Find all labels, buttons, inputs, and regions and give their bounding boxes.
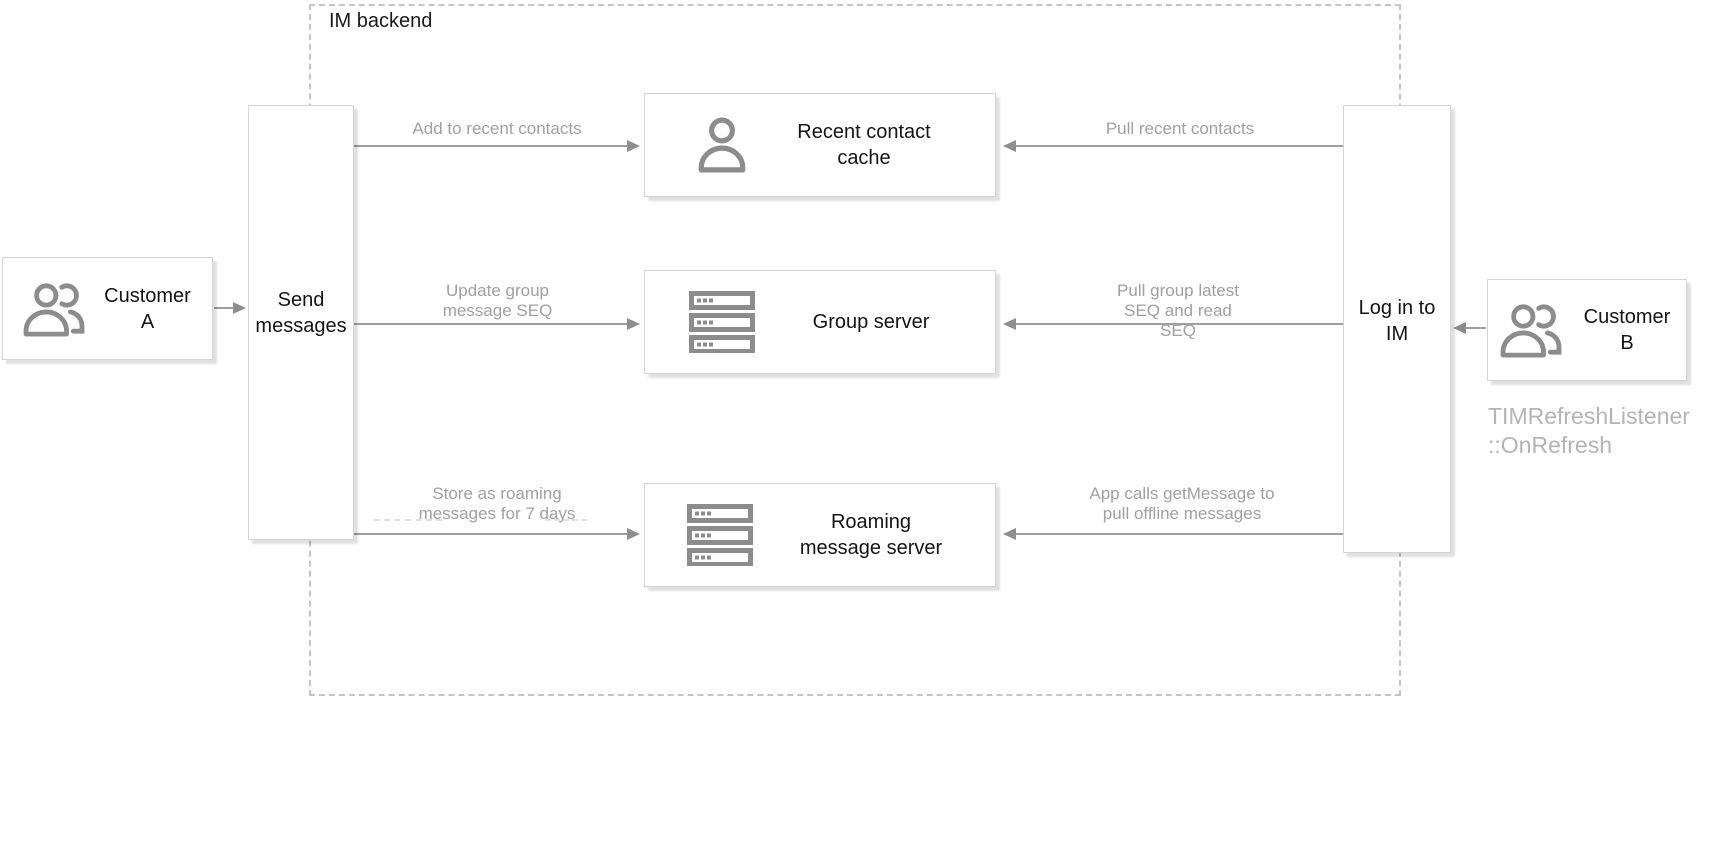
edge-line xyxy=(214,307,235,309)
node-group-server: Group server xyxy=(644,270,996,374)
edge-line xyxy=(1014,323,1343,325)
arrowhead-right-icon xyxy=(627,318,640,330)
node-recent-contact-cache: Recent contact cache xyxy=(644,93,996,197)
edge-line xyxy=(1464,327,1486,329)
arrowhead-right-icon xyxy=(627,528,640,540)
node-customer-b: Customer B xyxy=(1487,279,1687,381)
arrowhead-right-icon xyxy=(627,140,640,152)
edge-line xyxy=(1014,533,1343,535)
edge-line xyxy=(354,533,629,535)
node-label: Send messages xyxy=(255,288,347,337)
edge-label-add-to-recent-contacts: Add to recent contacts xyxy=(412,119,582,138)
edge-line xyxy=(354,145,629,147)
edge-customer-b-to-login xyxy=(1453,322,1486,334)
node-label: Group server xyxy=(812,311,930,333)
node-send-messages: Send messages xyxy=(248,105,354,540)
edge-customer-a-to-send xyxy=(214,302,246,314)
edge-line xyxy=(354,323,629,325)
edge-pull-recent-contacts xyxy=(1003,140,1343,152)
edge-pull-group-latest-seq xyxy=(1003,318,1343,330)
edge-app-calls-getmessage xyxy=(1003,528,1343,540)
node-roaming-message-server: Roaming message server xyxy=(644,483,996,587)
users-icon xyxy=(23,281,85,337)
edge-line xyxy=(1014,145,1343,147)
user-icon xyxy=(696,117,748,173)
node-log-in-to-im: Log in to IM xyxy=(1343,105,1451,553)
edge-label-pull-recent-contacts: Pull recent contacts xyxy=(1105,119,1255,138)
arrowhead-left-icon xyxy=(1453,322,1466,334)
faint-dashed-line-left xyxy=(374,519,442,521)
edge-add-to-recent-contacts xyxy=(354,140,640,152)
edge-update-group-message-seq xyxy=(354,318,640,330)
refresh-listener-caption: TIMRefreshListener ::OnRefresh xyxy=(1488,403,1690,459)
node-label: Roaming message server xyxy=(799,511,943,559)
server-icon xyxy=(689,291,755,353)
faint-dashed-line-right xyxy=(545,519,587,521)
im-backend-label: IM backend xyxy=(329,10,433,32)
node-label: Customer B xyxy=(1583,306,1671,354)
node-label: Log in to IM xyxy=(1358,297,1436,345)
edge-label-store-roaming-messages: Store as roaming messages for 7 days xyxy=(418,484,576,524)
edge-label-pull-group-latest-seq: Pull group latest SEQ and read SEQ xyxy=(1117,281,1239,341)
arrowhead-right-icon xyxy=(233,302,246,314)
node-customer-a: Customer A xyxy=(2,257,213,360)
arrowhead-left-icon xyxy=(1003,318,1016,330)
node-label: Recent contact cache xyxy=(797,121,931,169)
server-icon xyxy=(686,504,753,566)
arrowhead-left-icon xyxy=(1003,528,1016,540)
edge-label-app-calls-getmessage: App calls getMessage to pull offline mes… xyxy=(1089,484,1275,524)
node-label: Customer A xyxy=(104,284,191,333)
edge-store-roaming-messages xyxy=(354,528,640,540)
arrowhead-left-icon xyxy=(1003,140,1016,152)
edge-label-update-group-message-seq: Update group message SEQ xyxy=(442,281,553,321)
users-icon xyxy=(1500,302,1562,358)
